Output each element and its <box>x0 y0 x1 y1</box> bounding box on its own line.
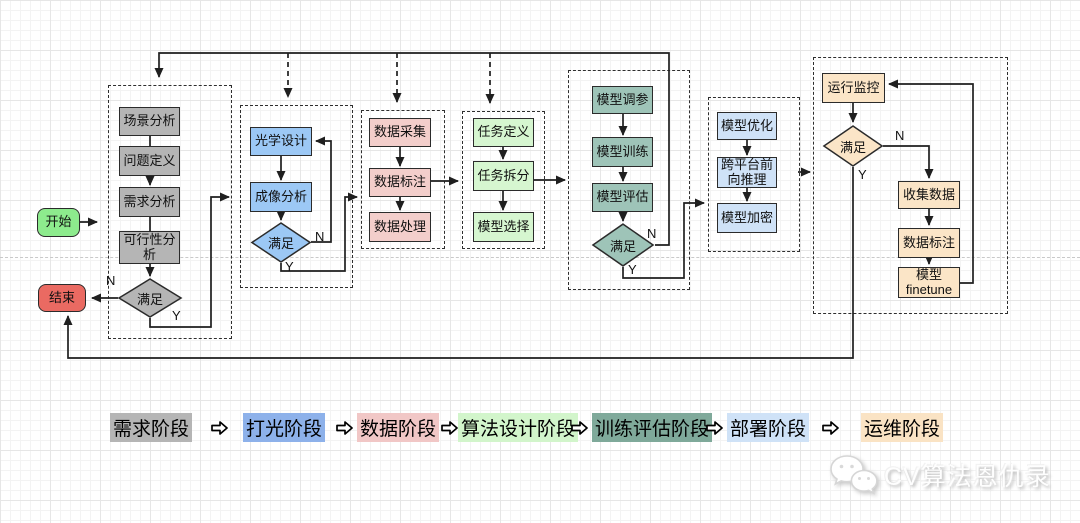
node-optical-design: 光学设计 <box>250 127 312 156</box>
node-scene-analysis: 场景分析 <box>119 107 180 136</box>
connector-operations-y-to-end <box>63 167 854 359</box>
decision-training-satisfied: 满足 <box>592 223 654 267</box>
start-label: 开始 <box>45 214 72 230</box>
node-model-tuning: 模型调参 <box>592 86 653 114</box>
operations-y-label: Y <box>858 167 867 182</box>
group-data-phase <box>361 110 445 249</box>
node-data-processing: 数据处理 <box>369 212 431 242</box>
decision-lighting-satisfied: 满足 <box>251 222 311 263</box>
node-model-optimization: 模型优化 <box>717 112 777 140</box>
decision-requirements-satisfied: 满足 <box>118 278 182 318</box>
group-operations-phase <box>813 57 1008 314</box>
decision-operations-satisfied: 满足 <box>823 125 883 167</box>
legend-item-data: 数据阶段 <box>357 413 440 442</box>
node-imaging-analysis: 成像分析 <box>250 182 312 212</box>
connector-feedback-top-loop <box>154 52 670 246</box>
legend-item-algorithm-design: 算法设计阶段 <box>458 413 579 442</box>
node-collect-data: 收集数据 <box>898 181 960 209</box>
connector-requirements-y-to-lighting <box>149 192 230 328</box>
group-requirements-phase <box>108 85 232 339</box>
connector-operations-n-to-collect <box>883 145 934 179</box>
node-data-annotation: 数据标注 <box>369 168 431 197</box>
node-data-collection: 数据采集 <box>369 118 431 147</box>
wechat-icon <box>830 455 878 495</box>
connector-training-y-to-deployment <box>622 198 705 279</box>
node-feasibility-analysis: 可行性分析 <box>119 231 180 264</box>
legend-item-training-evaluation: 训练评估阶段 <box>592 413 713 442</box>
legend-arrow-icon <box>706 421 723 440</box>
legend-arrow-icon <box>822 421 839 440</box>
node-problem-definition: 问题定义 <box>119 146 180 176</box>
legend-arrow-icon <box>441 421 458 440</box>
training-y-label: Y <box>628 262 637 277</box>
legend-arrow-icon <box>211 421 228 440</box>
start-node: 开始 <box>37 208 80 237</box>
node-model-evaluation: 模型评估 <box>592 183 653 212</box>
node-task-splitting: 任务拆分 <box>473 161 534 191</box>
end-node: 结束 <box>38 284 86 312</box>
legend-item-operations: 运维阶段 <box>861 413 944 442</box>
group-training-evaluation-phase <box>568 70 690 290</box>
lighting-y-label: Y <box>285 259 294 274</box>
node-model-encryption: 模型加密 <box>717 203 777 233</box>
watermark: CV算法恩仇录 <box>828 452 1051 498</box>
node-model-finetune: 模型finetune <box>898 267 960 298</box>
legend-item-requirements: 需求阶段 <box>110 413 193 442</box>
node-data-annotation-2: 数据标注 <box>898 228 960 258</box>
lighting-n-label: N <box>315 229 325 244</box>
end-label: 结束 <box>48 289 75 305</box>
connector-lighting-n-loop <box>311 136 332 243</box>
requirements-n-label: N <box>106 273 116 288</box>
connector-lighting-y-to-data <box>280 192 358 272</box>
legend-item-deployment: 部署阶段 <box>727 413 810 442</box>
node-task-definition: 任务定义 <box>473 118 534 147</box>
training-n-label: N <box>647 226 657 241</box>
operations-n-label: N <box>895 128 905 143</box>
node-requirement-analysis: 需求分析 <box>119 187 180 217</box>
node-model-selection: 模型选择 <box>473 212 534 242</box>
group-deployment-phase <box>708 97 800 252</box>
node-model-training: 模型训练 <box>592 137 653 167</box>
page-break-line <box>0 257 1080 258</box>
legend-arrow-icon <box>571 421 588 440</box>
requirements-y-label: Y <box>172 308 181 323</box>
connector-finetune-loop-to-monitoring <box>888 79 974 284</box>
watermark-text: CV算法恩仇录 <box>884 463 1051 491</box>
node-runtime-monitoring: 运行监控 <box>822 73 885 103</box>
legend-arrow-icon <box>336 421 353 440</box>
node-cross-platform-inference: 跨平台前向推理 <box>717 157 777 188</box>
legend-item-lighting: 打光阶段 <box>243 413 326 442</box>
